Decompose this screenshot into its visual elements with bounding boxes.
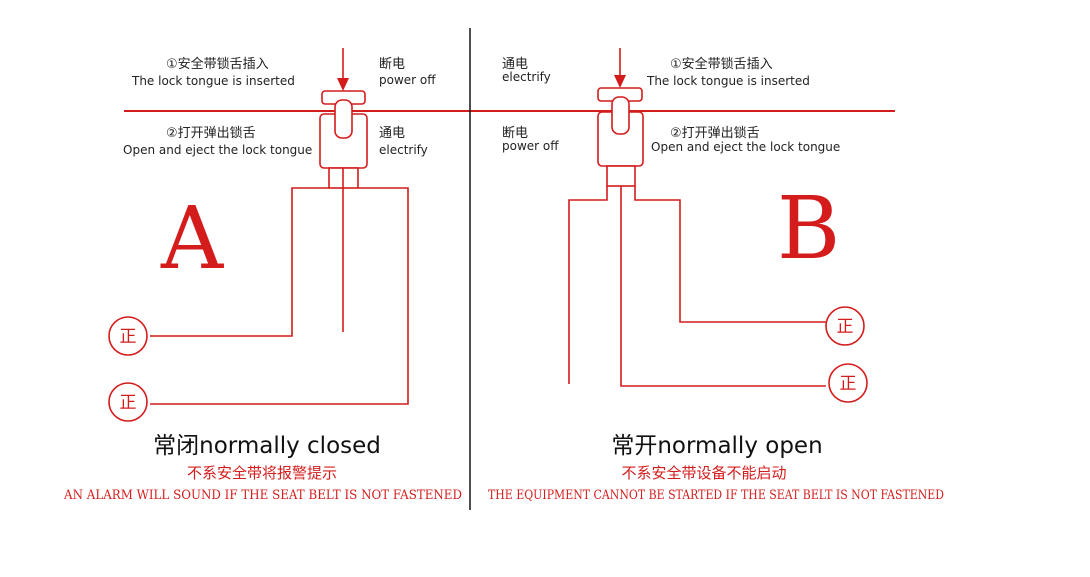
terminal-a-1-label: 正	[120, 327, 137, 347]
panel-a: ①安全带锁舌插入 The lock tongue is inserted 断电 …	[63, 48, 462, 503]
state2-en-a: electrify	[379, 143, 428, 157]
letter-a: A	[160, 189, 224, 289]
terminal-b-1-label: 正	[837, 317, 854, 337]
step1-zh-b: ①安全带锁舌插入	[670, 56, 773, 72]
title-a: 常闭normally closed	[153, 433, 381, 459]
step2-zh-a: ②打开弹出锁舌	[166, 125, 256, 141]
wiring-b	[568, 186, 826, 387]
wire-a-2	[150, 187, 409, 405]
state1-en-a: power off	[379, 73, 436, 87]
terminal-b-2-circle	[828, 363, 868, 403]
terminal-b-1-circle	[825, 306, 865, 346]
state1-zh-a: 断电	[379, 57, 405, 72]
insert-arrow-head-b	[614, 75, 626, 88]
note-en-b: THE EQUIPMENT CANNOT BE STARTED IF THE S…	[488, 488, 944, 503]
panel-b: 通电 electrify ①安全带锁舌插入 The lock tongue is…	[488, 48, 944, 503]
insert-arrow-head-a	[337, 78, 349, 91]
step2-zh-b: ②打开弹出锁舌	[670, 125, 760, 141]
step1-en-a: The lock tongue is inserted	[131, 74, 295, 88]
letter-b: B	[777, 179, 840, 279]
state1-en-b: electrify	[502, 70, 551, 84]
state2-en-b: power off	[502, 139, 559, 153]
wire-b-2	[620, 186, 826, 387]
buckle-neck-b	[606, 165, 636, 187]
note-zh-a: 不系安全带将报警提示	[187, 464, 337, 482]
title-b: 常开normally open	[611, 433, 822, 459]
terminal-a-1-circle	[108, 316, 148, 356]
wiring-a	[150, 168, 409, 405]
note-en-a: AN ALARM WILL SOUND IF THE SEAT BELT IS …	[63, 488, 462, 503]
terminal-b-2-label: 正	[840, 374, 857, 394]
buckle-a	[319, 90, 368, 189]
buckle-slot-a	[334, 99, 353, 139]
step1-zh-a: ①安全带锁舌插入	[166, 56, 269, 72]
state2-zh-a: 通电	[379, 126, 405, 141]
step1-en-b: The lock tongue is inserted	[646, 74, 810, 88]
step2-en-a: Open and eject the lock tongue	[123, 143, 312, 157]
buckle-slot-b	[611, 96, 630, 135]
buckle-b	[597, 87, 644, 187]
state2-zh-b: 断电	[502, 126, 528, 141]
step2-en-b: Open and eject the lock tongue	[651, 140, 840, 154]
state1-zh-b: 通电	[502, 57, 528, 72]
wire-a-1	[150, 187, 329, 337]
note-zh-b: 不系安全带设备不能启动	[621, 464, 786, 482]
terminal-a-2-circle	[108, 382, 148, 422]
terminal-a-2-label: 正	[120, 393, 137, 413]
wire-b-open	[568, 186, 608, 384]
wire-b-1	[634, 186, 826, 323]
